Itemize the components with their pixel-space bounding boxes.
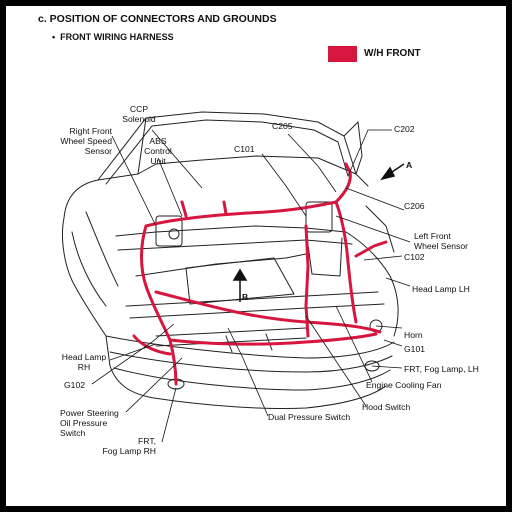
label-head-lamp-rh: Head Lamp RH [61, 352, 107, 372]
left-fender [62, 217, 155, 399]
label-rf-wheel-speed-sensor: Right Front Wheel Speed Sensor [60, 126, 112, 156]
label-frt-fog-lamp-rh: FRT, Fog Lamp RH [102, 436, 157, 456]
label-horn: Horn [404, 330, 423, 340]
label-abs-control-unit: ABS Control Unit [144, 136, 172, 166]
label-dual-pressure-switch: Dual Pressure Switch [268, 412, 351, 422]
label-c206: C206 [404, 201, 425, 211]
engine-bay-opening [185, 257, 295, 305]
section-subtitle: • FRONT WIRING HARNESS [52, 32, 174, 42]
front-bumper [105, 335, 395, 359]
label-c102: C102 [404, 252, 425, 262]
label-c101: C101 [234, 144, 255, 154]
hood-line [63, 155, 369, 219]
label-c202: C202 [394, 124, 415, 134]
label-hood-switch: Hood Switch [362, 402, 411, 412]
diagram-frame: c. POSITION OF CONNECTORS AND GROUNDS • … [6, 6, 506, 506]
arrow-a-label: A [406, 160, 413, 170]
legend-label: W/H FRONT [364, 48, 421, 59]
label-engine-cooling-fan: Engine Cooling Fan [366, 380, 442, 390]
fog-lamp-lh-shape [364, 360, 380, 372]
subtitle-text: FRONT WIRING HARNESS [60, 32, 174, 42]
leader-lines [91, 129, 411, 443]
page-title: c. POSITION OF CONNECTORS AND GROUNDS [38, 13, 277, 25]
vehicle-drawing [62, 111, 411, 443]
front-wiring-harness [132, 162, 388, 386]
label-c205: C205 [272, 121, 293, 131]
label-g101: G101 [404, 344, 426, 354]
arrow-b-label: B [242, 292, 249, 302]
legend-swatch [328, 46, 357, 62]
label-power-steering-switch: Power Steering Oil Pressure Switch [60, 408, 119, 438]
label-frt-fog-lamp-lh: FRT, Fog Lamp, LH [404, 364, 479, 374]
label-head-lamp-lh: Head Lamp LH [412, 284, 470, 294]
direction-arrows [232, 163, 405, 302]
label-g102: G102 [64, 380, 86, 390]
label-ccp-solenoid: CCP Solenoid [122, 104, 156, 124]
label-lf-wheel-sensor: Left Front Wheel Sensor [414, 231, 468, 251]
